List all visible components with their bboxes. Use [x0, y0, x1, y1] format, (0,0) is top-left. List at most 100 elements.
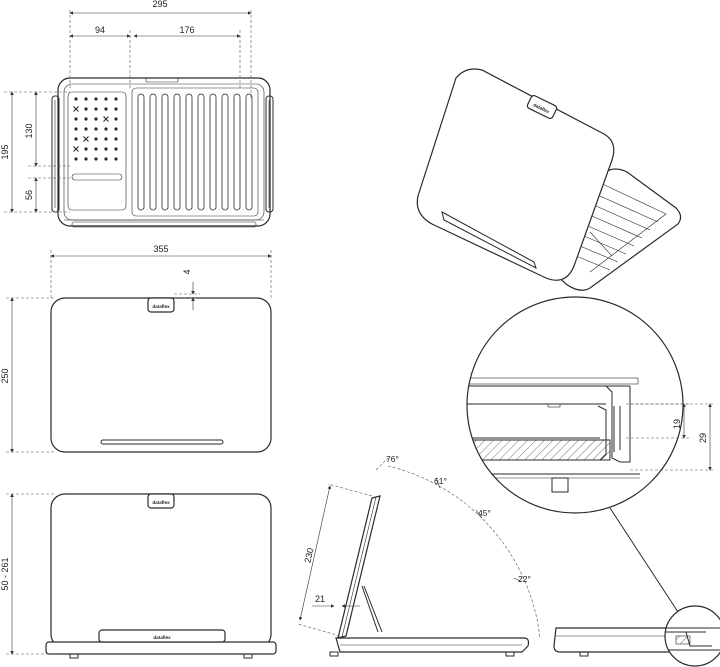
foot-right [243, 653, 253, 659]
rib [245, 93, 253, 211]
top-view: 295 94 176 195 130 56 [0, 0, 274, 228]
detail-view: 19 29 [466, 296, 714, 613]
open-ledge [98, 629, 226, 643]
front-view-closed: dataflex 355 4 250 [0, 244, 272, 453]
dim-support-offset: 21 [315, 594, 325, 604]
perforation-dot [94, 147, 98, 151]
perforation-dot [104, 127, 108, 131]
perforation-dot [104, 107, 108, 111]
dim-height-upper: 130 [24, 123, 34, 138]
side-support [361, 585, 379, 633]
open-lid-tab [147, 493, 175, 509]
foot-left [69, 653, 79, 659]
cross-mark [73, 146, 79, 152]
angle-22: 22° [518, 574, 531, 584]
rib [197, 93, 205, 211]
lid-tab [147, 297, 175, 313]
open-lid-tab-brand: dataflex [152, 500, 170, 505]
perforation-dot [114, 117, 118, 121]
detail-leader [609, 507, 679, 613]
perforation-dot [94, 107, 98, 111]
dim-width-total: 295 [152, 0, 167, 9]
rear-notch [145, 77, 179, 83]
perforation-dot [74, 157, 78, 161]
lid-outline [50, 297, 272, 453]
tray-outline [57, 77, 271, 227]
lid-ledge [100, 439, 224, 445]
side-view-closed [553, 605, 720, 667]
perforation-dot [94, 137, 98, 141]
right-grip [265, 95, 274, 213]
perforation-dot [84, 157, 88, 161]
perforation-dot [94, 157, 98, 161]
detail-circle [466, 296, 684, 514]
dim-tab-offset: 4 [182, 269, 192, 274]
open-tray-base [45, 641, 277, 655]
cross-mark [73, 106, 79, 112]
perforation-dot [74, 97, 78, 101]
detail-hatched-section [469, 439, 611, 461]
angle-45: 45° [478, 508, 491, 518]
rib [221, 93, 229, 211]
rib [149, 93, 157, 211]
small-detail-circle [664, 605, 720, 667]
perforation-dot [104, 97, 108, 101]
dim-outer-height: 29 [698, 433, 708, 443]
dim-inner-height: 19 [672, 419, 682, 429]
perforation-dot [74, 137, 78, 141]
angle-76: 76° [386, 454, 399, 464]
side-view: 76° 61° 45° 22° 230 21 [297, 454, 541, 657]
perforation-dot [114, 107, 118, 111]
cross-mark [83, 136, 89, 142]
angle-61: 61° [434, 476, 447, 486]
perforation-dot [114, 157, 118, 161]
perforation-dot [84, 117, 88, 121]
dim-front-width: 355 [153, 244, 168, 254]
perforation-dot [84, 97, 88, 101]
perforation-dot [94, 127, 98, 131]
perforated-pad [67, 91, 127, 211]
perforation-dot [114, 147, 118, 151]
perforation-dot [114, 127, 118, 131]
perforation-dot [74, 127, 78, 131]
perforation-dot [94, 97, 98, 101]
rib [137, 93, 145, 211]
rib [233, 93, 241, 211]
perspective-view: dataflex [416, 68, 682, 291]
rib [209, 93, 217, 211]
ribbed-surface [137, 93, 253, 211]
perforation-dot [84, 107, 88, 111]
open-lid-outline [50, 493, 272, 649]
lid-tab-brand: dataflex [152, 304, 170, 309]
perforation-dot [84, 147, 88, 151]
rib [173, 93, 181, 211]
dim-width-left: 94 [95, 25, 105, 35]
dot-grid [73, 97, 118, 161]
ribbed-frame [131, 87, 259, 217]
dim-width-right: 176 [179, 25, 194, 35]
perspective-lid [416, 68, 615, 281]
perforation-dot [104, 147, 108, 151]
pen-slot [71, 173, 123, 181]
dim-front-height: 250 [0, 368, 10, 383]
perspective-ledge [441, 211, 537, 270]
perforation-dot [104, 157, 108, 161]
dim-lid-length: 230 [303, 547, 316, 564]
rib [185, 93, 193, 211]
dim-open-height-range: 50 - 261 [0, 557, 10, 590]
front-view-open: dataflex dataflex 50 - 261 [0, 493, 277, 659]
perforation-dot [104, 137, 108, 141]
perspective-tab [526, 94, 558, 120]
perforation-dot [84, 127, 88, 131]
rib [161, 93, 169, 211]
perforation-dot [114, 97, 118, 101]
angle-arc [387, 465, 541, 639]
dim-height-total: 195 [0, 144, 10, 159]
cross-mark [103, 116, 109, 122]
dim-height-lower: 56 [24, 190, 34, 200]
perforation-dot [94, 117, 98, 121]
perforation-dot [114, 137, 118, 141]
perforation-dot [74, 117, 78, 121]
open-ledge-brand: dataflex [153, 635, 171, 640]
